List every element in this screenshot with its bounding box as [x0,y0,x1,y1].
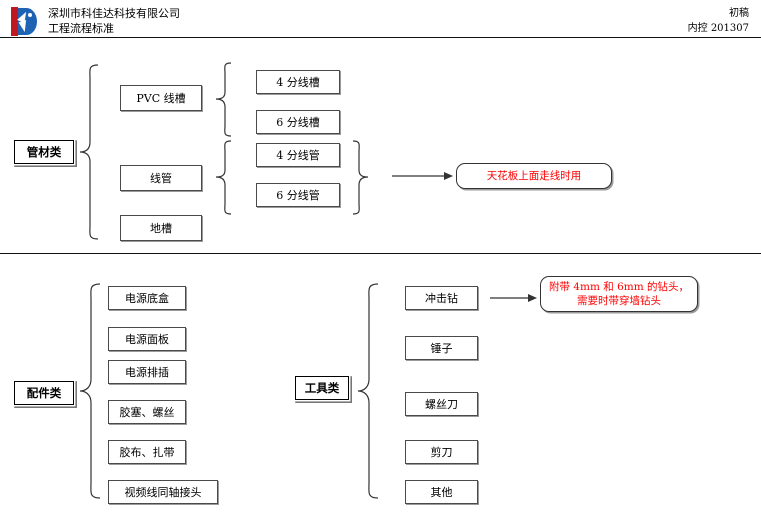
node-box-floor-channel: 地槽 [120,215,202,241]
node-box-6fen-trunking: 6 分线槽 [256,110,340,134]
node-box-hammer: 锤子 [405,336,478,360]
company-name-line2: 工程流程标准 [48,22,114,35]
node-box-4fen-conduit: 4 分线管 [256,143,340,167]
node-label: 4 分线槽 [276,76,320,89]
logo-white-dot [28,13,32,17]
note-drill-bits: 附带 4mm 和 6mm 的钻头， 需要时带穿墙钻头 [540,276,698,312]
category-label-parts: 配件类 [26,386,62,400]
node-box-screwdriver: 螺丝刀 [405,392,478,416]
note-line-2: 需要时带穿墙钻头 [576,295,661,307]
brace-conduit-children [214,140,234,216]
node-box-power-strip: 电源排插 [108,360,186,384]
company-logo-icon [11,7,37,36]
node-box-scissors: 剪刀 [405,440,478,464]
brace-parts-main [78,283,102,499]
node-box-video-coax-connector: 视频线同轴接头 [108,480,218,504]
company-name-block: 深圳市科佳达科技有限公司 工程流程标准 [48,6,180,36]
node-label: 6 分线管 [276,189,320,202]
node-label: 6 分线槽 [276,116,320,129]
note-line-1: 附带 4mm 和 6mm 的钻头， [548,281,690,293]
node-box-hammer-drill: 冲击钻 [405,286,478,310]
logo-blue-disc [18,8,37,35]
node-label: 线管 [150,172,172,185]
node-label: 4 分线管 [276,149,320,162]
brace-conduit-group-right [350,140,370,216]
brace-pipe-main [78,64,100,240]
node-label: 螺丝刀 [425,398,458,411]
node-label: 电源排插 [125,366,169,379]
brace-pvc-children [214,62,234,138]
note-line-1: 天花板上面走线时用 [486,170,582,182]
document-status: 初稿 [729,8,749,19]
category-label-tools: 工具类 [304,381,340,395]
node-label: 视频线同轴接头 [124,486,202,499]
node-box-tape-ties: 胶布、扎带 [108,440,186,464]
category-box-tools: 工具类 [295,376,349,400]
node-box-power-faceplate: 电源面板 [108,327,186,351]
category-box-parts: 配件类 [14,381,74,405]
node-box-plugs-screws: 胶塞、螺丝 [108,400,186,424]
document-code: 内控 201307 [687,23,749,34]
note-ceiling-routing: 天花板上面走线时用 [456,163,612,189]
logo-red-bar [11,7,18,36]
brace-tools-main [356,283,380,499]
node-label: 剪刀 [430,446,453,459]
node-label: 胶塞、螺丝 [119,406,175,419]
node-label: PVC 线槽 [136,92,186,105]
node-box-6fen-conduit: 6 分线管 [256,183,340,207]
arrow-conduit-to-note [392,170,454,182]
node-label: 胶布、扎带 [119,446,175,459]
document-meta-block: 初稿 内控 201307 [688,6,749,36]
document-header: 深圳市科佳达科技有限公司 工程流程标准 初稿 内控 201307 [0,0,761,38]
node-box-conduit: 线管 [120,165,202,191]
section-divider [0,253,761,254]
company-name-line1: 深圳市科佳达科技有限公司 [48,7,180,20]
category-box-pipe: 管材类 [14,140,74,164]
node-box-power-backbox: 电源底盒 [108,286,186,310]
node-label: 地槽 [150,222,172,235]
node-box-other-tools: 其他 [405,480,478,504]
node-label: 电源底盒 [125,292,169,305]
node-label: 冲击钻 [425,292,458,305]
category-label-pipe: 管材类 [26,145,62,159]
node-box-4fen-trunking: 4 分线槽 [256,70,340,94]
node-box-pvc-trunking: PVC 线槽 [120,85,202,111]
node-label: 电源面板 [125,333,169,346]
header-divider [0,37,761,38]
node-label: 其他 [430,486,453,499]
arrow-drill-to-note [490,292,538,304]
node-label: 锤子 [430,342,453,355]
